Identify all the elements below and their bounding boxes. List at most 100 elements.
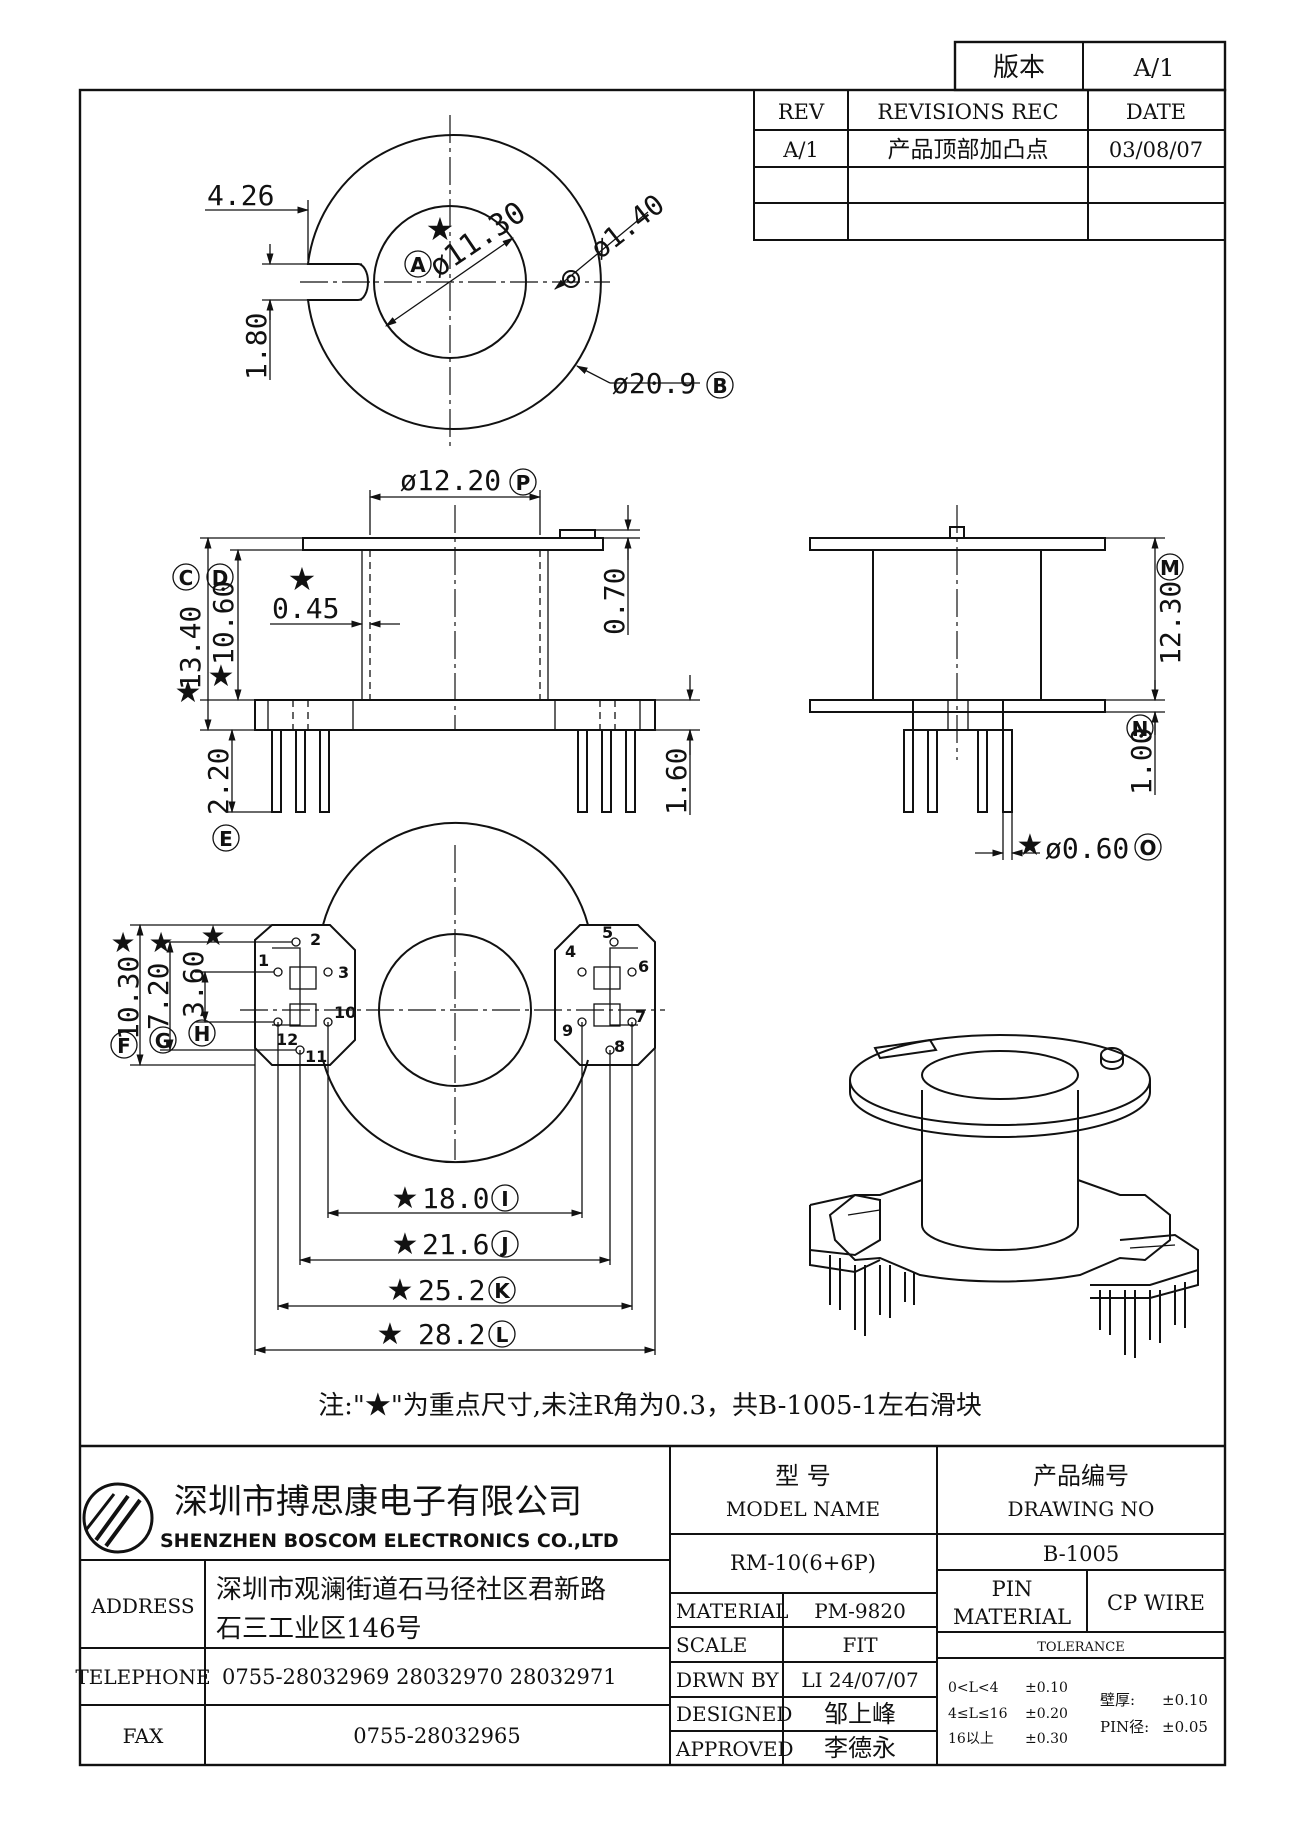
left-pin-pad	[254, 924, 356, 1066]
label-g: G	[155, 1029, 171, 1053]
address-line1: 深圳市观澜街道石马径社区君新路	[216, 1575, 606, 1605]
dim-pin-length: 2.20	[202, 748, 235, 815]
top-bump	[559, 529, 596, 539]
date-header: DATE	[1126, 100, 1186, 124]
dim-wall: 0.45	[272, 592, 339, 625]
key-dimension-star-icon: ★	[426, 210, 455, 248]
pin-label-4: 4	[565, 942, 576, 961]
label-b: B	[712, 374, 727, 398]
model-value: RM-10(6+6P)	[730, 1551, 876, 1575]
drawn-by-label: DRWN BY	[676, 1668, 779, 1692]
telephone-value: 0755-28032969 28032970 28032971	[222, 1665, 617, 1689]
dim-i: 18.0	[422, 1182, 489, 1215]
key-dimension-star-icon: ★	[110, 926, 135, 959]
dim-base-thickness: 1.60	[660, 748, 693, 815]
label-l: L	[496, 1323, 509, 1347]
pin-label-8: 8	[614, 1037, 625, 1056]
inner-bore	[373, 205, 527, 359]
company-name-cn: 深圳市搏思康电子有限公司	[174, 1482, 582, 1522]
dim-bump-height: 0.70	[598, 568, 631, 635]
version-label: 版本	[993, 53, 1045, 83]
label-a: A	[410, 253, 426, 277]
dim-slot-width: 4.26	[207, 179, 274, 212]
material-label: MATERIAL	[676, 1599, 788, 1623]
dim-bump-diameter: ø1.40	[584, 188, 671, 266]
tol-range-2: 4≤L≤16	[948, 1706, 1008, 1722]
approved-label: APPROVED	[675, 1737, 794, 1761]
key-dimension-star-icon: ★	[392, 1227, 419, 1262]
label-j: J	[499, 1233, 508, 1257]
pin-label-5: 5	[602, 923, 613, 942]
designed-label: DESIGNED	[676, 1702, 792, 1726]
title-block: 深圳市搏思康电子有限公司 SHENZHEN BOSCOM ELECTRONICS…	[75, 1444, 1225, 1765]
dim-flange-gap: 10.60	[207, 581, 240, 665]
label-n: N	[1132, 717, 1149, 741]
company-name-en: SHENZHEN BOSCOM ELECTRONICS CO.,LTD	[160, 1530, 619, 1552]
drawing-no-label-en: DRAWING NO	[1008, 1497, 1155, 1521]
side-view: 12.30 M 1.00 N ★ ø0.60 O	[809, 505, 1187, 865]
dim-pin-diameter: ø0.60	[1045, 832, 1129, 865]
front-view: ø12.20 P 0.45 ★ 0.70 13.40 10.60 ★ ★ C D…	[172, 464, 700, 852]
address-line2: 石三工业区146号	[216, 1614, 422, 1644]
drawing-no-value: B-1005	[1043, 1542, 1119, 1566]
key-dimension-star-icon: ★	[208, 659, 235, 694]
dim-j: 21.6	[422, 1228, 489, 1261]
label-d: D	[212, 566, 229, 590]
key-dimension-star-icon: ★	[200, 919, 225, 952]
drawing-no-label-cn: 产品编号	[1033, 1462, 1129, 1490]
top-view: 4.26 1.80 ø11.30 ★ A ø1.40 ø20.9 B	[205, 115, 734, 450]
address-label: ADDRESS	[90, 1594, 194, 1618]
key-dimension-star-icon: ★	[387, 1273, 414, 1308]
pin-label-11: 11	[305, 1047, 327, 1066]
pin-label-6: 6	[638, 957, 649, 976]
telephone-label: TELEPHONE	[75, 1665, 210, 1689]
dim-k: 25.2	[418, 1274, 485, 1307]
label-h: H	[194, 1022, 211, 1046]
key-dimension-star-icon: ★	[392, 1181, 419, 1216]
pin-material-value: CP WIRE	[1107, 1591, 1205, 1615]
key-dimension-star-icon: ★	[175, 675, 202, 710]
pin-dia-tol-value: ±0.05	[1162, 1718, 1208, 1736]
label-p: P	[516, 471, 531, 495]
dim-f: 10.30	[112, 956, 145, 1040]
key-dimension-star-icon: ★	[288, 560, 317, 598]
tol-value-3: ±0.30	[1025, 1731, 1068, 1747]
tol-range-3: 16以上	[948, 1731, 994, 1747]
drawn-by-value: LI 24/07/07	[801, 1668, 918, 1692]
base-plate	[254, 699, 656, 731]
fax-label: FAX	[123, 1724, 165, 1748]
fax-value: 0755-28032965	[353, 1724, 520, 1748]
wall-tol-label: 壁厚:	[1100, 1691, 1135, 1709]
isometric-view	[809, 1034, 1199, 1358]
rev-cell: A/1	[782, 138, 819, 162]
pin-label-1: 1	[258, 951, 269, 970]
dim-h: 3.60	[177, 951, 210, 1018]
key-dimension-star-icon: ★	[377, 1317, 404, 1352]
tol-value-2: ±0.20	[1025, 1706, 1068, 1722]
right-pin-pad	[554, 924, 656, 1066]
approved-value: 李德永	[824, 1734, 896, 1762]
dim-bore: ø12.20	[400, 464, 501, 497]
tol-value-1: ±0.10	[1025, 1680, 1068, 1696]
pin-label-7: 7	[635, 1007, 646, 1026]
revisions-rec-header: REVISIONS REC	[877, 100, 1058, 124]
bottom-bore	[378, 933, 532, 1087]
scale-value: FIT	[842, 1633, 878, 1657]
dim-g: 7.20	[142, 963, 175, 1030]
model-label-cn: 型 号	[775, 1462, 831, 1490]
tolerance-label: TOLERANCE	[1037, 1640, 1124, 1655]
pin-label-10: 10	[334, 1003, 356, 1022]
version-value: A/1	[1133, 54, 1175, 82]
model-label-en: MODEL NAME	[726, 1497, 880, 1521]
tol-range-1: 0<L<4	[948, 1680, 999, 1696]
pin-material-label-2: MATERIAL	[953, 1605, 1071, 1629]
pin-label-12: 12	[276, 1030, 298, 1049]
label-c: C	[179, 566, 194, 590]
top-flange	[302, 537, 604, 551]
dim-outer-diameter: ø20.9	[612, 367, 696, 400]
date-cell: 03/08/07	[1109, 138, 1203, 162]
dim-side-flange: 1.00	[1125, 728, 1158, 795]
drawing-border	[78, 88, 1227, 1767]
dim-side-height: 12.30	[1154, 581, 1187, 665]
